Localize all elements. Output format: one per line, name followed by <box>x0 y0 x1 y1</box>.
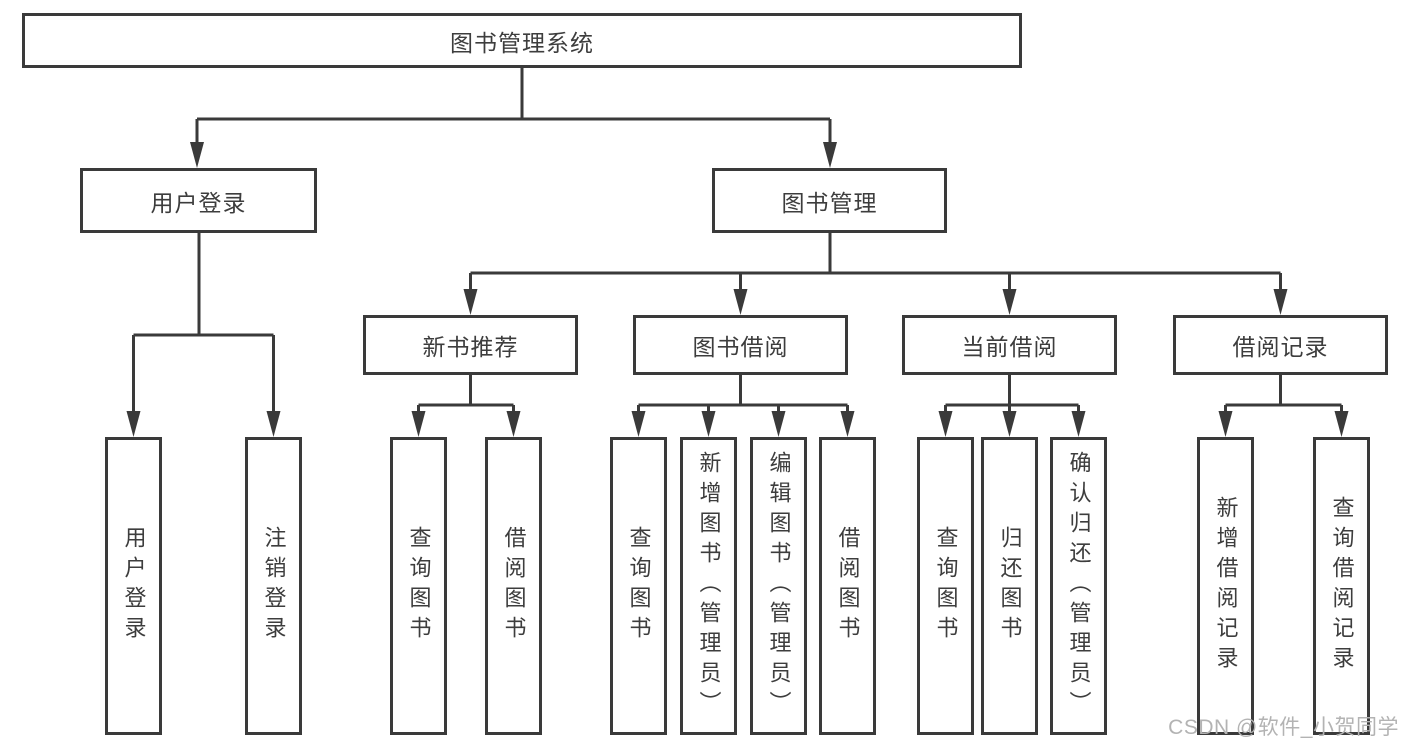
leaf-add-borrow-record: 新增借阅记录 <box>1197 437 1254 735</box>
leaf-confirm-return-admin: 确认归还（管理员） <box>1050 437 1107 735</box>
leaf-edit-book-admin-label: 编辑图书（管理员） <box>766 451 792 721</box>
leaf-borrow-books-recommend: 借阅图书 <box>485 437 542 735</box>
node-borrowing-records-label: 借阅记录 <box>1232 334 1329 360</box>
leaf-query-books-borrowing-label: 查询图书 <box>626 526 652 646</box>
leaf-query-borrow-record-label: 查询借阅记录 <box>1329 496 1355 676</box>
node-new-book-recommend-label: 新书推荐 <box>422 334 519 360</box>
leaf-borrow-books-borrowing-label: 借阅图书 <box>835 526 861 646</box>
leaf-borrow-books-recommend-label: 借阅图书 <box>501 526 527 646</box>
node-book-borrowing: 图书借阅 <box>633 315 848 375</box>
leaf-query-books-recommend-label: 查询图书 <box>406 526 432 646</box>
leaf-add-borrow-record-label: 新增借阅记录 <box>1213 496 1239 676</box>
leaf-confirm-return-admin-label: 确认归还（管理员） <box>1066 451 1092 721</box>
leaf-query-books-current-label: 查询图书 <box>933 526 959 646</box>
node-user-login-label: 用户登录 <box>150 189 247 216</box>
node-root-system: 图书管理系统 <box>22 13 1022 68</box>
leaf-query-borrow-record: 查询借阅记录 <box>1313 437 1370 735</box>
node-book-management-label: 图书管理 <box>781 189 878 216</box>
leaf-user-login-label: 用户登录 <box>121 526 147 646</box>
node-book-borrowing-label: 图书借阅 <box>692 334 789 360</box>
leaf-add-book-admin: 新增图书（管理员） <box>680 437 737 735</box>
node-borrowing-records: 借阅记录 <box>1173 315 1388 375</box>
leaf-query-books-borrowing: 查询图书 <box>610 437 667 735</box>
leaf-borrow-books-borrowing: 借阅图书 <box>819 437 876 735</box>
node-user-login: 用户登录 <box>80 168 317 233</box>
leaf-return-book: 归还图书 <box>981 437 1038 735</box>
node-current-borrowing: 当前借阅 <box>902 315 1117 375</box>
node-current-borrowing-label: 当前借阅 <box>961 334 1058 360</box>
leaf-logout: 注销登录 <box>245 437 302 735</box>
node-book-management: 图书管理 <box>712 168 947 233</box>
node-new-book-recommend: 新书推荐 <box>363 315 578 375</box>
leaf-edit-book-admin: 编辑图书（管理员） <box>750 437 807 735</box>
leaf-logout-label: 注销登录 <box>261 526 287 646</box>
arrowheads <box>126 142 1349 437</box>
leaf-user-login: 用户登录 <box>105 437 162 735</box>
leaf-return-book-label: 归还图书 <box>997 526 1023 646</box>
leaf-add-book-admin-label: 新增图书（管理员） <box>696 451 722 721</box>
leaf-query-books-current: 查询图书 <box>917 437 974 735</box>
node-root-system-label: 图书管理系统 <box>450 29 594 56</box>
leaf-query-books-recommend: 查询图书 <box>390 437 447 735</box>
